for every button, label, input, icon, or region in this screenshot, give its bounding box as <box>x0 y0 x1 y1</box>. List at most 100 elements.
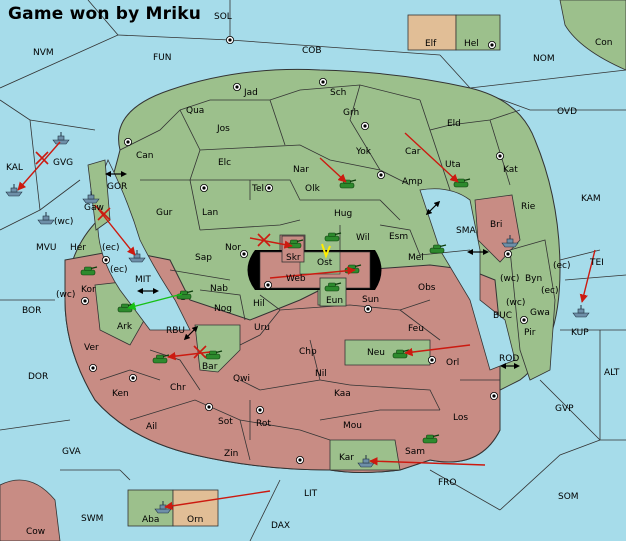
region-label: Uta <box>445 160 461 170</box>
region-label: Elc <box>218 158 231 168</box>
region-label: Eun <box>326 296 343 306</box>
sea-labels: SOL NVM FUN COB NOM Con OVD KAL GVG GOR … <box>6 12 620 537</box>
region-label: Obs <box>418 283 436 293</box>
region-label: Chp <box>299 347 317 357</box>
order-arrows <box>17 132 596 511</box>
x-mark-icon <box>35 151 271 359</box>
region-label: Gaw <box>84 203 104 213</box>
region-label: DOR <box>28 372 48 382</box>
region-label: ROD <box>499 354 519 364</box>
region-label: GVP <box>555 404 574 414</box>
region-label: GVG <box>53 158 73 168</box>
page-title: Game won by Mriku <box>8 4 202 24</box>
region-label: Orl <box>446 358 459 368</box>
region-label: Ken <box>112 389 129 399</box>
region-label: SWM <box>81 514 103 524</box>
region-label: SMA <box>456 226 476 236</box>
region-label: Wil <box>356 233 370 243</box>
region-label: BUC <box>493 311 512 321</box>
region-label: Chr <box>170 383 186 393</box>
region-label: RBU <box>166 326 185 336</box>
coast-label: (ec) <box>102 243 120 253</box>
region-label: ALT <box>604 368 620 378</box>
support-mark-icon <box>321 243 331 259</box>
region-label: Ver <box>84 343 99 353</box>
region-label: Mou <box>343 421 362 431</box>
region-label: Web <box>286 274 306 284</box>
region-label: Nab <box>210 284 228 294</box>
region-label: Sam <box>405 447 425 457</box>
region-label: DAX <box>271 521 290 531</box>
region-label: Kar <box>339 453 354 463</box>
region-label: SOL <box>214 12 232 22</box>
region-label: Jos <box>216 124 230 134</box>
north-island <box>407 14 501 51</box>
coast-label: (wc) <box>54 217 73 227</box>
region-label: Pir <box>524 328 536 338</box>
region-label: Sap <box>195 253 212 263</box>
region-label: LIT <box>304 489 318 499</box>
region-label: Skr <box>286 253 301 263</box>
region-label: Kat <box>503 165 518 175</box>
region-label: GVA <box>62 447 82 457</box>
region-label: TEI <box>589 258 604 268</box>
region-label: Rie <box>521 202 536 212</box>
double-arrow-icon <box>105 171 520 369</box>
region-label: BOR <box>22 306 41 316</box>
region-label: Nog <box>214 304 232 314</box>
region-label: Tel <box>251 184 264 194</box>
central-capital <box>247 235 382 307</box>
region-label: MIT <box>135 275 151 285</box>
ship-icon <box>52 131 70 145</box>
region-label: Aba <box>142 515 159 525</box>
region-label: Gwa <box>530 308 550 318</box>
region-label: Hug <box>334 209 352 219</box>
region-label: Mel <box>408 253 424 263</box>
region-label: NOM <box>533 54 555 64</box>
ship-icon <box>572 304 590 318</box>
coast-label: (ec) <box>553 261 571 271</box>
region-label: FUN <box>153 53 172 63</box>
region-label: GOR <box>107 182 127 192</box>
region-label: Yok <box>355 147 372 157</box>
region-label: Feu <box>408 324 424 334</box>
region-label: Lan <box>202 208 218 218</box>
region-label: Qwi <box>233 374 250 384</box>
region-label: Nor <box>225 243 241 253</box>
region-label: Jad <box>243 88 258 98</box>
region-label: Gur <box>156 208 173 218</box>
region-label: FRO <box>438 478 457 488</box>
region-label: Cow <box>26 527 45 537</box>
coast-label: (wc) <box>506 298 525 308</box>
region-label: Rot <box>256 419 271 429</box>
coast-label: (wc) <box>500 274 519 284</box>
region-label: Ost <box>317 258 333 268</box>
south-island <box>127 489 219 527</box>
province-borders <box>99 84 521 461</box>
region-label: Can <box>136 151 154 161</box>
region-label: Kaa <box>334 389 351 399</box>
region-label: Uru <box>254 323 270 333</box>
region-label: Nil <box>315 369 327 379</box>
inner-sea <box>87 159 556 381</box>
region-label: Ail <box>146 422 157 432</box>
region-label: Car <box>405 147 421 157</box>
region-label: KAM <box>581 194 601 204</box>
region-label: SOM <box>558 492 579 502</box>
region-label: Hil <box>253 299 265 309</box>
region-label: Esm <box>389 232 408 242</box>
region-label: KUP <box>571 328 589 338</box>
region-label: Amp <box>402 177 423 187</box>
ship-icon <box>5 183 23 197</box>
region-label: COB <box>302 46 322 56</box>
coast-label: (ec) <box>541 286 559 296</box>
region-label: Kor <box>81 285 96 295</box>
region-label: Ark <box>117 322 133 332</box>
region-label: Olk <box>305 184 321 194</box>
region-label: Her <box>70 243 86 253</box>
region-label: Grh <box>343 108 359 118</box>
coast-label: (wc) <box>56 290 75 300</box>
region-label: Los <box>453 413 468 423</box>
